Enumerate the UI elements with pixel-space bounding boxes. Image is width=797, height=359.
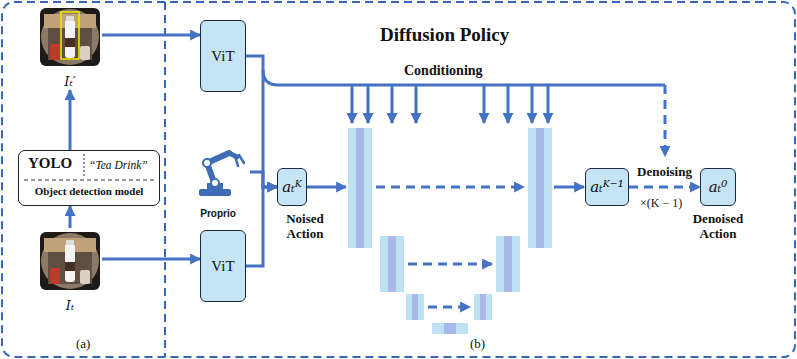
skip-connections — [376, 187, 524, 307]
camera-image: Iₜ — [38, 228, 102, 314]
flow-arrow — [102, 34, 200, 37]
encoder-box: ViT — [200, 20, 246, 92]
flow-arrow — [250, 172, 277, 187]
box-text: ViT — [211, 48, 234, 65]
action-box: aₜ⁰Denoised Action — [700, 168, 736, 206]
panel-label: (b) — [470, 336, 485, 352]
detector-box: YOLO “Tea Drink” Object detection model — [18, 150, 160, 206]
caption-text: Iₜ — [38, 298, 102, 313]
section-label: Conditioning — [404, 63, 483, 79]
panel-divider — [164, 2, 166, 357]
flow-arrow — [69, 90, 72, 150]
box-text: aₜ⁰ — [709, 178, 728, 196]
camera-photo — [40, 232, 100, 290]
box-heading: Noised Action — [274, 212, 336, 242]
flow-arrow — [629, 186, 700, 189]
conditioning-lines — [263, 70, 665, 156]
detection-box — [61, 12, 79, 59]
box-text: aₜᴷ — [282, 178, 302, 196]
diagram-title: Diffusion Policy — [380, 24, 509, 46]
box-text: aₜᴷ⁻¹ — [590, 178, 624, 196]
separator-line — [24, 180, 154, 181]
robot-arm-icon — [199, 153, 244, 196]
node-text: “Tea Drink” — [89, 159, 148, 171]
node-text: Object detection model — [19, 185, 159, 197]
camera-photo — [40, 8, 100, 66]
flow-arrow — [246, 187, 277, 266]
unet-io-arrows — [307, 186, 584, 189]
flow-arrow — [102, 258, 200, 261]
flow-arrow — [246, 56, 277, 187]
panel-label: (a) — [76, 336, 90, 352]
unet-blocks — [348, 128, 552, 334]
box-heading: Denoised Action — [682, 212, 754, 242]
caption-text: Iₜ′ — [38, 74, 102, 89]
encoder-box: ViT — [200, 230, 246, 302]
proprio-icon: Proprio — [186, 140, 250, 220]
separator-line — [84, 154, 85, 176]
camera-image: Iₜ′ — [38, 6, 102, 90]
caption-text: Proprio — [186, 208, 250, 219]
node-text: YOLO — [28, 155, 72, 172]
action-box: aₜᴷNoised Action — [277, 168, 307, 206]
repeat-label: ×(K − 1) — [640, 196, 682, 211]
flow-arrow — [69, 206, 72, 228]
box-text: ViT — [211, 258, 234, 275]
action-box: aₜᴷ⁻¹ — [585, 168, 629, 206]
edge-label: Denoising — [637, 164, 692, 180]
